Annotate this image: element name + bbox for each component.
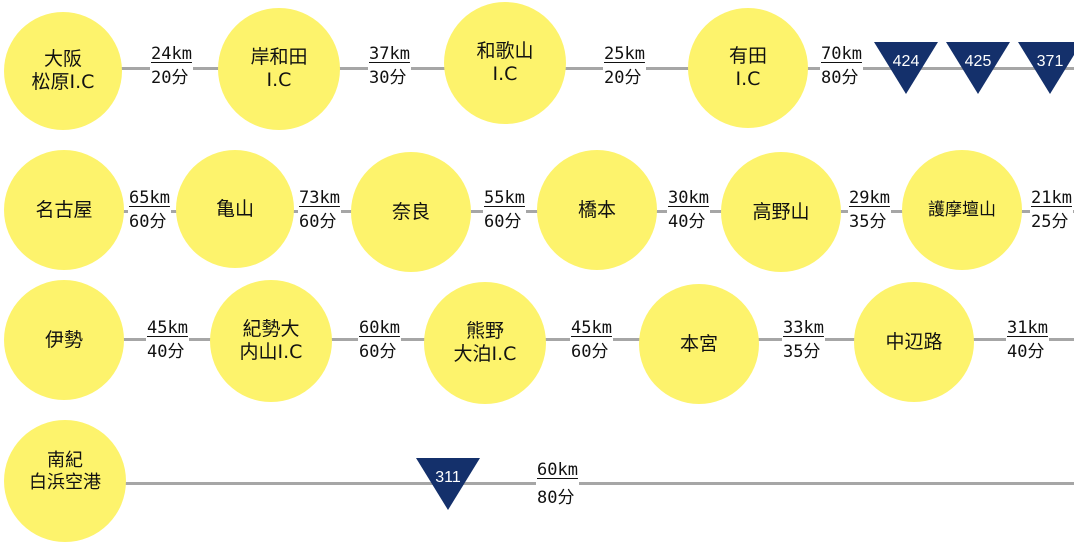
segment-row-2-6: 21km 25分 (1030, 186, 1073, 234)
segment-time: 35分 (783, 342, 821, 362)
segment-time: 60分 (129, 212, 167, 232)
segment-row-2-2: 73km 60分 (298, 186, 341, 234)
node-hashimoto: 橋本 (537, 150, 657, 270)
segment-distance: 55km (484, 188, 525, 208)
segment-row-3-5: 31km 40分 (1006, 316, 1049, 364)
segment-row-2-3: 55km 60分 (483, 186, 526, 234)
node-label-line: 内山I.C (239, 341, 303, 363)
node-kishiwada-ic: 岸和田 I.C (218, 8, 340, 130)
segment-row-1-1: 24km 20分 (150, 42, 193, 90)
node-label-line: 高野山 (752, 200, 810, 223)
segment-time: 40分 (1007, 342, 1045, 362)
node-nakahechi: 中辺路 (854, 282, 974, 402)
node-hongu: 本宮 (639, 284, 759, 404)
node-label-line: 有田 (728, 45, 767, 68)
segment-time: 40分 (147, 342, 185, 362)
segment-time: 30分 (369, 68, 407, 88)
node-label-line: 和歌山 (476, 40, 534, 63)
node-koyasan: 高野山 (721, 152, 841, 272)
node-label-line: I.C (735, 68, 761, 90)
node-label-line: 名古屋 (35, 198, 93, 221)
node-nara: 奈良 (351, 152, 471, 272)
segment-row-2-4: 30km 40分 (667, 186, 710, 234)
segment-row-1-4: 70km 80分 (820, 42, 863, 90)
route-sign-371-icon: 371 (1018, 42, 1074, 94)
segment-time: 60分 (299, 212, 337, 232)
node-label-line: I.C (266, 69, 292, 91)
node-label-line: 大泊I.C (453, 343, 517, 365)
node-label-line: 岸和田 (250, 46, 308, 69)
segment-row-4-1: 60km 80分 (536, 456, 579, 512)
node-nagoya: 名古屋 (4, 150, 124, 270)
node-wakayama-ic: 和歌山 I.C (444, 2, 566, 124)
node-label-line: 本宮 (679, 332, 718, 355)
segment-distance: 60km (359, 318, 400, 338)
route-sign-424-icon: 424 (874, 42, 938, 94)
segment-time: 25分 (1031, 212, 1069, 232)
segment-row-3-4: 33km 35分 (782, 316, 825, 364)
segment-distance: 21km (1031, 188, 1072, 208)
segment-distance: 25km (604, 44, 645, 64)
segment-distance: 65km (129, 188, 170, 208)
segment-row-2-5: 29km 35分 (848, 186, 891, 234)
route-number: 424 (893, 53, 920, 70)
segment-distance: 33km (783, 318, 824, 338)
segment-distance: 29km (849, 188, 890, 208)
node-label-line: 大阪 (43, 48, 82, 71)
node-label-line: 奈良 (391, 200, 430, 223)
route-number: 425 (965, 53, 992, 70)
node-kiseioouchiyama-ic: 紀勢大 内山I.C (210, 280, 332, 402)
node-label-line: 中辺路 (885, 330, 943, 353)
segment-row-1-3: 25km 20分 (603, 42, 646, 90)
segment-distance: 73km (299, 188, 340, 208)
segment-distance: 45km (571, 318, 612, 338)
node-label-line: I.C (492, 63, 518, 85)
segment-row-2-1: 65km 60分 (128, 186, 171, 234)
node-kumano-odomari-ic: 熊野 大泊I.C (424, 282, 546, 404)
segment-distance: 70km (821, 44, 862, 64)
segment-distance: 31km (1007, 318, 1048, 338)
segment-row-3-2: 60km 60分 (358, 316, 401, 364)
route-sign-311-icon: 311 (416, 458, 480, 510)
segment-time: 60分 (571, 342, 609, 362)
node-label-line: 白浜空港 (29, 471, 101, 493)
segment-row-1-2: 37km 30分 (368, 42, 411, 90)
node-label-line: 松原I.C (31, 71, 95, 93)
segment-distance: 45km (147, 318, 188, 338)
route-line-row-1 (60, 67, 1074, 70)
segment-time: 80分 (537, 488, 575, 508)
node-label-line: 熊野 (465, 320, 504, 343)
segment-time: 60分 (484, 212, 522, 232)
segment-time: 60分 (359, 342, 397, 362)
node-label-line: 亀山 (215, 197, 254, 220)
node-gomadanzan: 護摩壇山 (902, 150, 1022, 270)
node-label-line: 紀勢大 (242, 318, 300, 341)
segment-distance: 60km (537, 460, 578, 480)
node-nanki-shirahama-airport: 南紀 白浜空港 (4, 420, 126, 542)
node-label-line: 南紀 (47, 450, 83, 471)
node-arida-ic: 有田 I.C (688, 8, 808, 128)
segment-row-3-1: 45km 40分 (146, 316, 189, 364)
route-sign-425-icon: 425 (946, 42, 1010, 94)
node-kameyama: 亀山 (176, 150, 294, 268)
route-number: 371 (1037, 53, 1064, 70)
node-label-line: 護摩壇山 (928, 199, 996, 220)
segment-row-3-3: 45km 60分 (570, 316, 613, 364)
route-line-row-3 (60, 338, 1074, 341)
node-ise: 伊勢 (4, 280, 124, 400)
segment-distance: 24km (151, 44, 192, 64)
segment-time: 20分 (151, 68, 189, 88)
segment-distance: 37km (369, 44, 410, 64)
segment-time: 40分 (668, 212, 706, 232)
segment-time: 20分 (604, 68, 642, 88)
node-label-line: 橋本 (577, 198, 616, 221)
segment-distance: 30km (668, 188, 709, 208)
node-label-line: 伊勢 (44, 328, 83, 351)
node-osaka-matsubara-ic: 大阪 松原I.C (4, 12, 122, 130)
route-number: 311 (435, 469, 461, 486)
segment-time: 35分 (849, 212, 887, 232)
segment-time: 80分 (821, 68, 859, 88)
